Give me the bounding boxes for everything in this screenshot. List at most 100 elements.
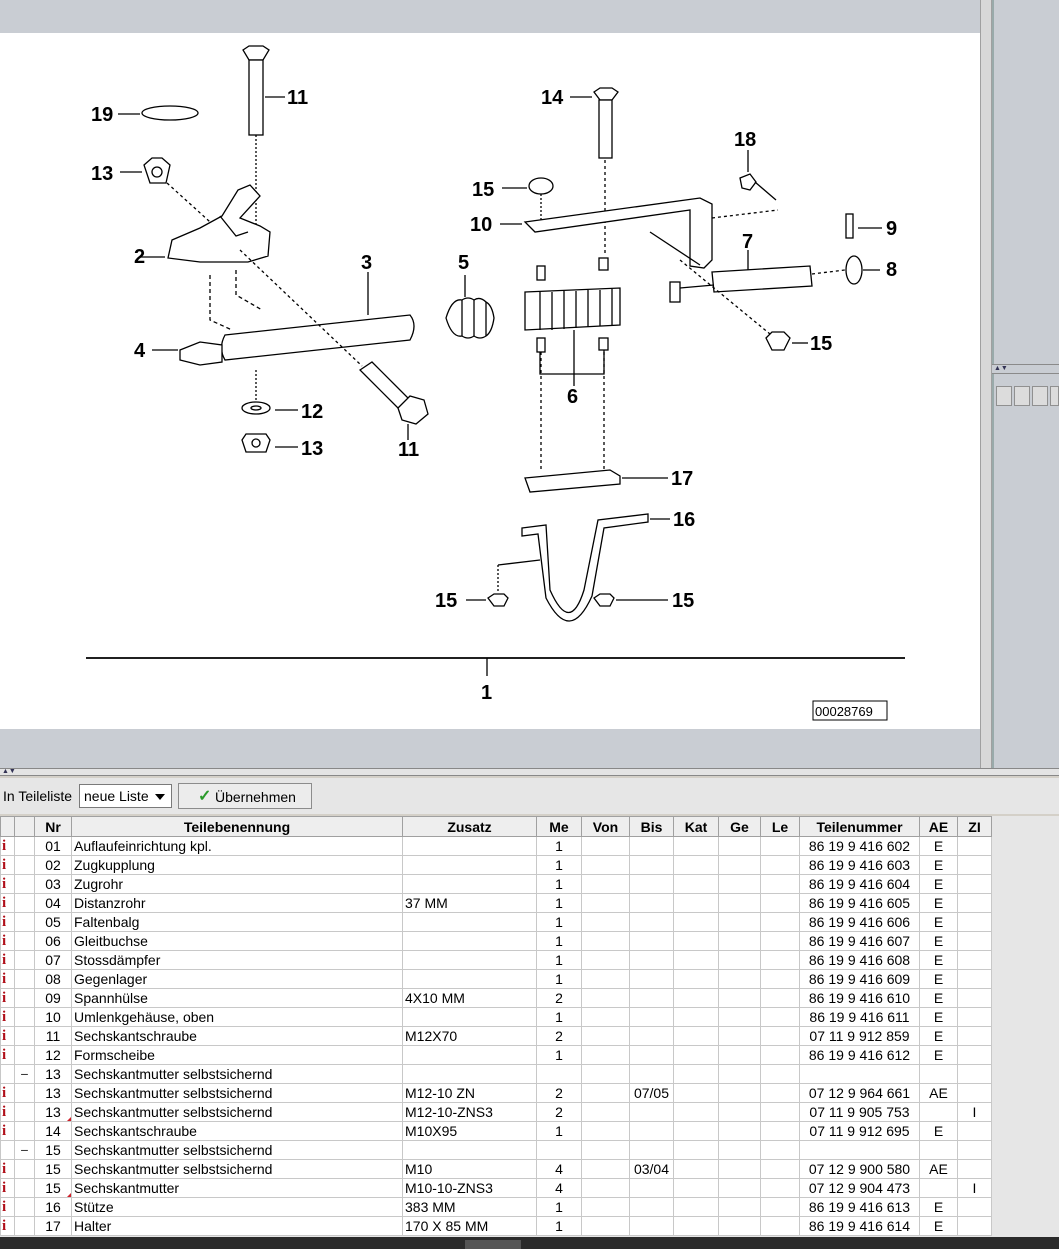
info-icon[interactable]: i <box>0 1159 15 1179</box>
info-icon[interactable]: i <box>0 893 15 913</box>
apply-button[interactable]: ✓ Übernehmen <box>178 783 312 809</box>
info-icon[interactable]: i <box>0 931 15 951</box>
cell-zi <box>957 1159 992 1179</box>
info-icon[interactable]: i <box>0 874 15 894</box>
column-header-8[interactable]: Kat <box>673 816 719 837</box>
column-header-13[interactable]: ZI <box>957 816 992 837</box>
cell-bis <box>629 1026 674 1046</box>
right-panel-button-3[interactable] <box>1032 386 1048 406</box>
cell-ge <box>718 950 761 970</box>
column-header-4[interactable]: Zusatz <box>402 816 537 837</box>
info-icon[interactable]: i <box>0 1216 15 1236</box>
info-icon[interactable]: i <box>0 1007 15 1027</box>
right-panel-button-2[interactable] <box>1014 386 1030 406</box>
cell-kat <box>673 1159 719 1179</box>
column-header-10[interactable]: Le <box>760 816 800 837</box>
cell-zi <box>957 1045 992 1065</box>
info-icon[interactable]: i <box>0 1121 15 1141</box>
parts-list-label: In Teileliste <box>3 788 73 804</box>
column-header-1[interactable] <box>14 816 35 837</box>
bushing-6 <box>524 287 621 331</box>
nut-15-right <box>765 331 791 351</box>
info-icon[interactable]: i <box>0 969 15 989</box>
label-13-lower: 13 <box>301 438 323 460</box>
column-header-9[interactable]: Ge <box>718 816 761 837</box>
cell-zi <box>957 1140 992 1160</box>
column-header-2[interactable]: Nr <box>34 816 72 837</box>
cell-von <box>581 836 630 856</box>
info-icon[interactable]: i <box>0 836 15 856</box>
horizontal-scrollbar-thumb[interactable] <box>465 1240 521 1249</box>
info-icon[interactable]: i <box>0 1197 15 1217</box>
column-header-12[interactable]: AE <box>919 816 958 837</box>
diagram-vertical-scrollbar[interactable] <box>980 0 992 768</box>
horizontal-splitter[interactable]: ▲▼ <box>0 768 1059 776</box>
cell-bis <box>629 912 674 932</box>
spacer-4 <box>179 341 223 366</box>
tree-toggle[interactable]: − <box>14 1140 35 1160</box>
tree-toggle <box>14 1083 35 1103</box>
cell-nr: 14 <box>34 1121 72 1141</box>
cell-name: Sechskantschraube <box>71 1121 403 1141</box>
column-header-7[interactable]: Bis <box>629 816 674 837</box>
info-icon[interactable]: i <box>0 855 15 875</box>
cell-bis <box>629 1216 674 1236</box>
right-panel-button-1[interactable] <box>996 386 1012 406</box>
horizontal-scrollbar[interactable] <box>0 1237 1059 1249</box>
bolt-11-head <box>242 45 270 61</box>
info-icon[interactable]: i <box>0 1026 15 1046</box>
parts-list-toolbar: In Teileliste <box>0 778 1059 814</box>
column-header-0[interactable] <box>0 816 15 837</box>
exploded-diagram[interactable]: 11 19 13 2 3 4 12 13 11 5 14 15 10 18 9 … <box>0 33 980 729</box>
info-icon[interactable]: i <box>0 1102 15 1122</box>
cell-ge <box>718 931 761 951</box>
column-header-5[interactable]: Me <box>536 816 582 837</box>
column-header-11[interactable]: Teilenummer <box>799 816 920 837</box>
cell-ae: E <box>919 874 958 894</box>
info-icon[interactable]: i <box>0 950 15 970</box>
info-icon[interactable]: i <box>0 1045 15 1065</box>
label-19: 19 <box>91 104 113 126</box>
cell-me: 2 <box>536 988 582 1008</box>
cell-kat <box>673 1178 719 1198</box>
cell-bis <box>629 893 674 913</box>
cell-zi <box>957 969 992 989</box>
info-icon[interactable]: i <box>0 1083 15 1103</box>
column-header-3[interactable]: Teilebenennung <box>71 816 403 837</box>
info-icon[interactable]: i <box>0 912 15 932</box>
right-panel-button-4[interactable] <box>1050 386 1059 406</box>
cell-kat <box>673 931 719 951</box>
cell-bis <box>629 931 674 951</box>
info-icon[interactable]: i <box>0 1178 15 1198</box>
tree-toggle[interactable]: − <box>14 1064 35 1084</box>
cell-kat <box>673 1045 719 1065</box>
right-panel-splitter[interactable]: ▲▼ <box>992 364 1059 374</box>
tree-toggle <box>14 969 35 989</box>
info-icon[interactable]: i <box>0 988 15 1008</box>
column-header-6[interactable]: Von <box>581 816 630 837</box>
cell-zusatz <box>402 931 537 951</box>
parts-list-select[interactable]: neue Liste <box>79 784 172 808</box>
tree-toggle <box>14 874 35 894</box>
